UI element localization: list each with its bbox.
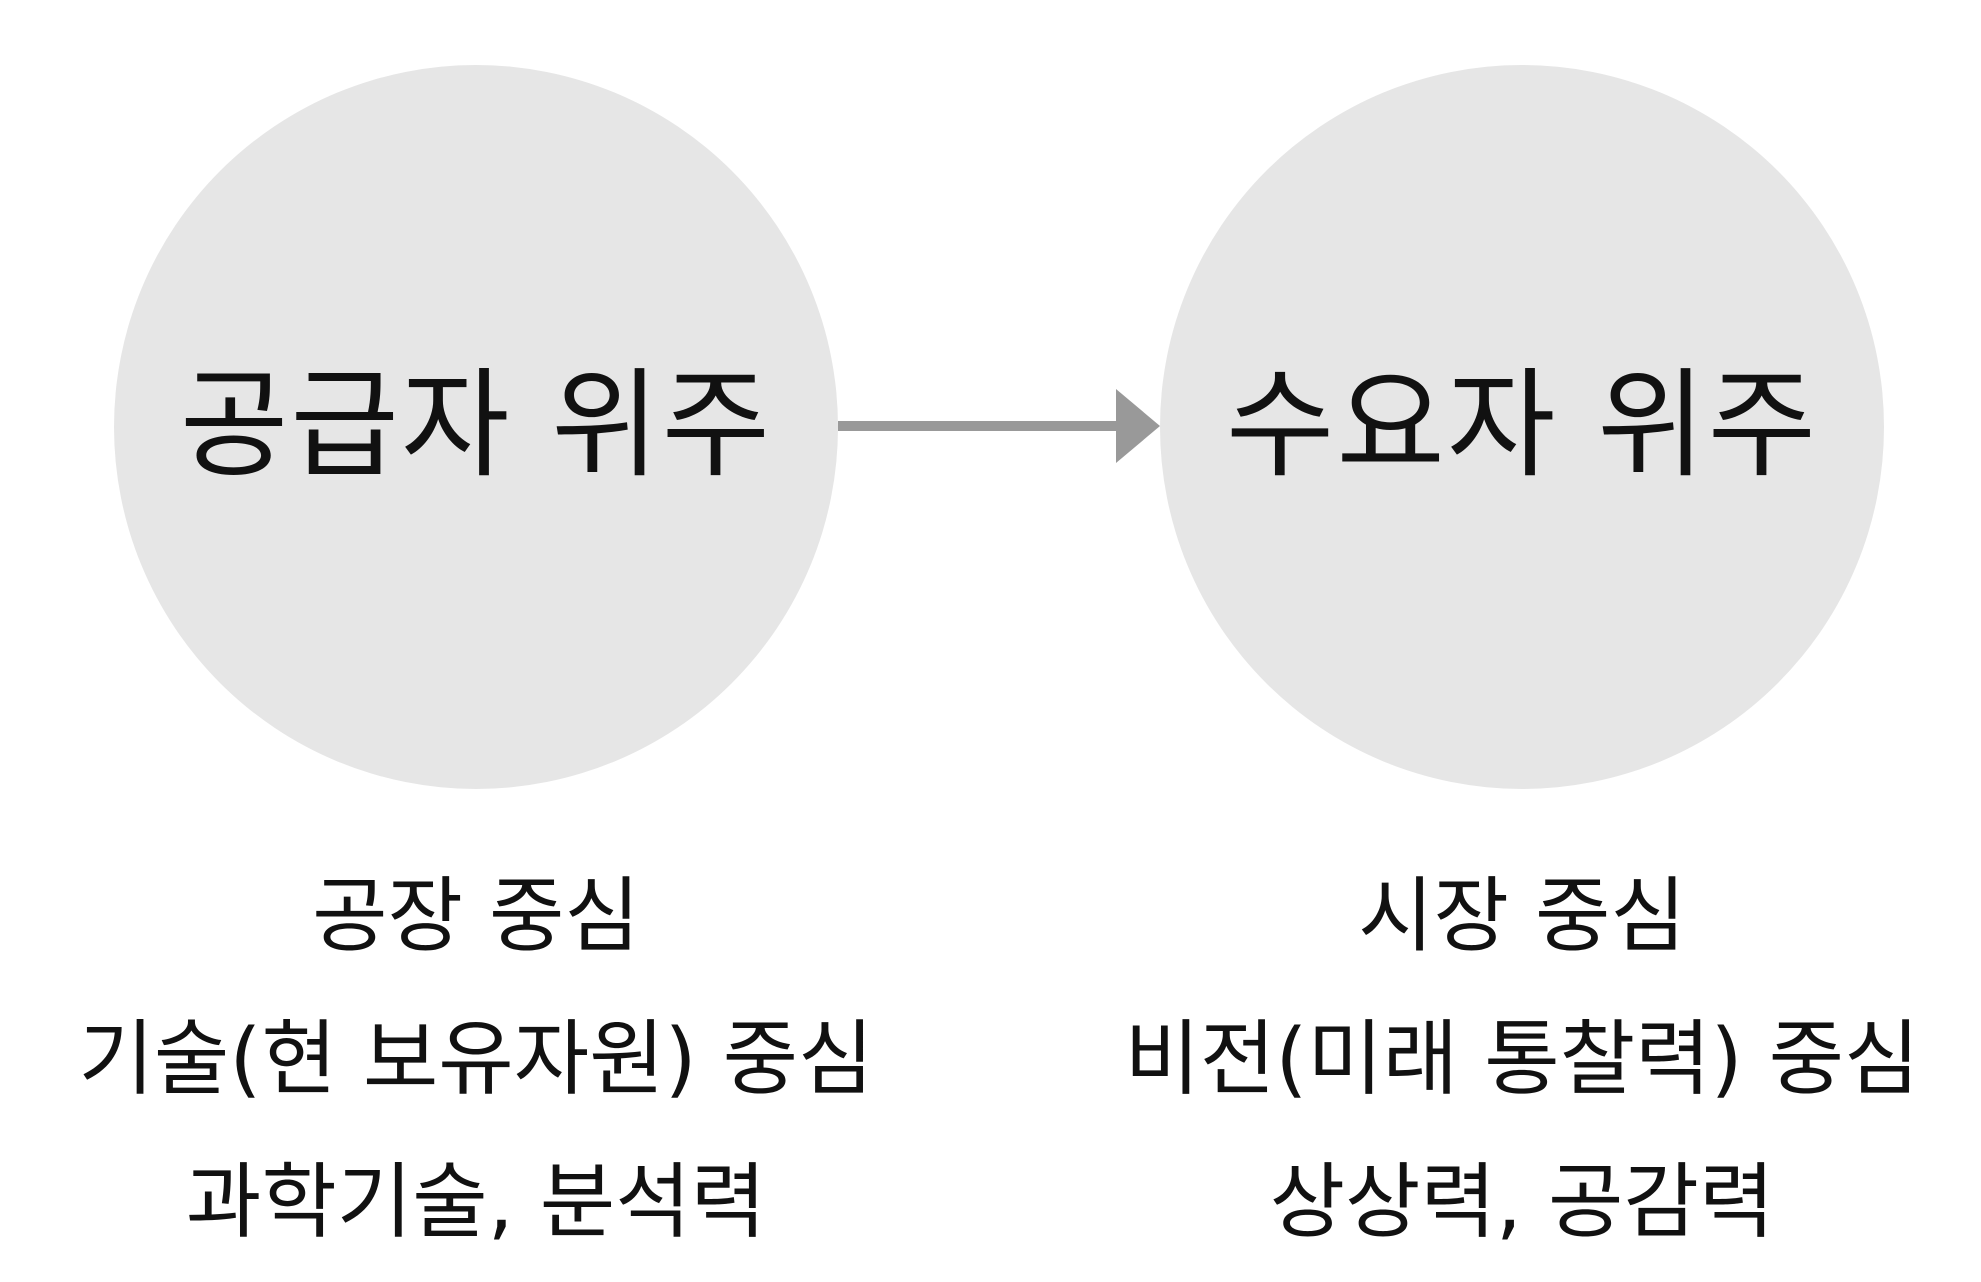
consumer-circle: 수요자 위주 <box>1160 65 1884 789</box>
supplier-circle: 공급자 위주 <box>114 65 838 789</box>
consumer-line-3: 상상력, 공감력 <box>1269 1155 1775 1250</box>
consumer-title: 수요자 위주 <box>1225 356 1819 494</box>
supplier-line-3: 과학기술, 분석력 <box>185 1155 767 1250</box>
consumer-line-2: 비전(미래 통찰력) 중심 <box>1124 1012 1920 1107</box>
supplier-description: 공장 중심 기술(현 보유자원) 중심 과학기술, 분석력 <box>36 845 916 1274</box>
consumer-line-1: 시장 중심 <box>1358 869 1686 964</box>
supplier-title: 공급자 위주 <box>179 356 773 494</box>
right-arrow-icon <box>838 389 1160 463</box>
consumer-description: 시장 중심 비전(미래 통찰력) 중심 상상력, 공감력 <box>1082 845 1962 1274</box>
supplier-line-1: 공장 중심 <box>312 869 640 964</box>
supplier-line-2: 기술(현 보유자원) 중심 <box>78 1012 874 1107</box>
